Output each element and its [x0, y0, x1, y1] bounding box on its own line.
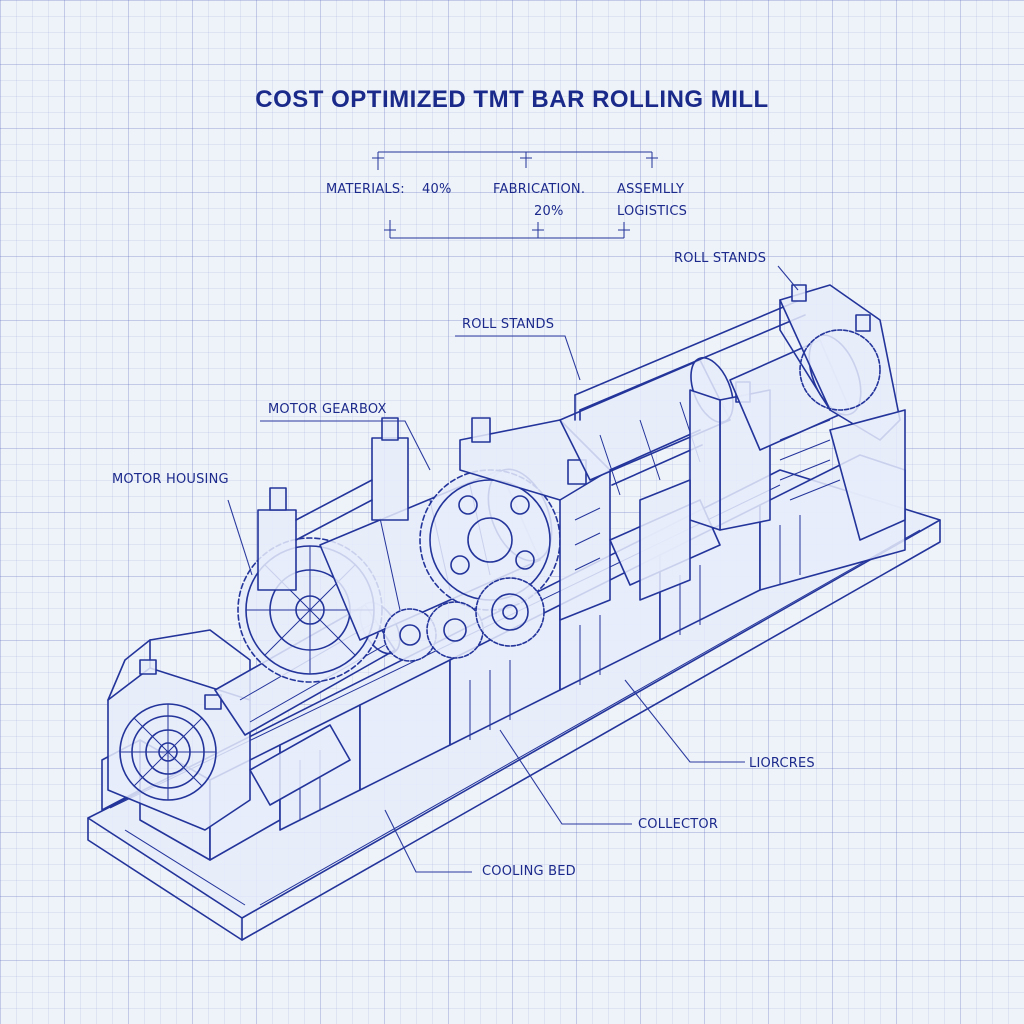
diagram-title: COST OPTIMIZED TMT BAR ROLLING MILL: [255, 86, 769, 113]
callout-roll-stands-mid: ROLL STANDS: [462, 317, 555, 332]
gear-train: [383, 577, 545, 662]
assembly-label: ASSEMLLY: [617, 182, 685, 197]
motor-housing-left: [107, 629, 251, 831]
callout-liorcres: LIORCRES: [749, 756, 815, 771]
guide-rails: [574, 299, 806, 486]
callout-motor-gearbox: MOTOR GEARBOX: [268, 402, 387, 417]
materials-label: MATERIALS:: [326, 182, 405, 197]
materials-value: 40%: [422, 182, 452, 197]
callout-leaders: [227, 265, 799, 873]
logistics-label: LOGISTICS: [617, 204, 688, 219]
callout-motor-housing: MOTOR HOUSING: [112, 472, 229, 487]
cost-breakdown-bracket: [372, 151, 658, 239]
callout-cooling-bed: COOLING BED: [482, 864, 576, 879]
fabrication-value: 20%: [534, 204, 564, 219]
fabrication-label: FABRICATION.: [493, 182, 586, 197]
post-stands-left: [257, 417, 409, 591]
roll-stand-right: [639, 381, 771, 601]
roll-stand-middle: [459, 417, 611, 621]
callout-collector: COLLECTOR: [638, 817, 719, 832]
end-housing-right: [779, 284, 906, 541]
callout-roll-stands-top: ROLL STANDS: [674, 251, 767, 266]
